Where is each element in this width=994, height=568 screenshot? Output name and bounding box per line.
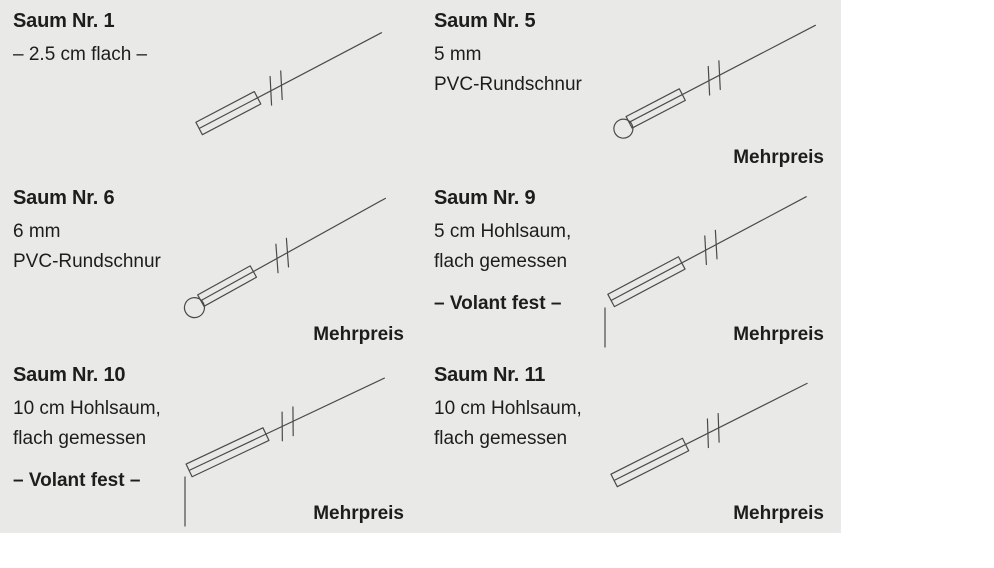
hem-panel-title: Saum Nr. 9 (434, 187, 536, 209)
fabric-edge-line (189, 377, 385, 471)
hem-panel-text: Saum Nr. 1 – 2.5 cm flach – (13, 10, 147, 70)
hem-desc-line: flach gemessen (13, 428, 147, 449)
measure-tick (717, 412, 720, 443)
measure-tick (292, 406, 294, 437)
cord-hem-group (183, 197, 387, 319)
hem-panel-saum-10: Saum Nr. 10 10 cm Hohlsaum, flach gemess… (0, 354, 421, 533)
hem-panel-text: Saum Nr. 6 6 mm PVC-Rundschnur (13, 187, 161, 277)
hem-desc-line: PVC-Rundschnur (13, 251, 161, 272)
fabric-edge-line (628, 24, 816, 123)
fabric-edge-line (614, 382, 808, 481)
surcharge-label: Mehrpreis (313, 324, 404, 345)
hem-panel-text: Saum Nr. 9 5 cm Hohlsaum, flach gemessen… (434, 187, 571, 319)
measure-tick (275, 243, 279, 274)
hem-panel-saum-6: Saum Nr. 6 6 mm PVC-Rundschnur Mehrpreis (0, 177, 421, 354)
fabric-edge-line (199, 32, 383, 129)
fabric-edge-line (200, 197, 387, 302)
pvc-cord-hem-drawing (183, 197, 387, 319)
hem-desc-line: 6 mm (13, 221, 61, 242)
hem-desc-line: 5 mm (434, 44, 482, 65)
hollow-hem-group (185, 377, 385, 478)
cord-ring-icon (613, 118, 634, 139)
hem-desc-line: – 2.5 cm flach – (13, 44, 148, 65)
hem-desc-line: 10 cm Hohlsaum, (13, 398, 161, 419)
measure-tick (714, 229, 718, 260)
hollow-hem-drawing (604, 196, 807, 348)
hem-desc-line: flach gemessen (434, 428, 568, 449)
fabric-edge-line (611, 196, 807, 301)
hollow-hem-drawing (610, 382, 808, 488)
hem-panel-saum-1: Saum Nr. 1 – 2.5 cm flach – (0, 0, 421, 177)
hem-desc-line: flach gemessen (434, 251, 568, 272)
flat-hem-drawing (195, 32, 383, 136)
flat-hem-group (195, 32, 383, 136)
surcharge-label: Mehrpreis (733, 503, 824, 524)
cord-ring-icon (183, 297, 206, 319)
hollow-hem-group (610, 382, 808, 488)
hem-desc-line: PVC-Rundschnur (434, 74, 582, 95)
hem-options-grid: Saum Nr. 1 – 2.5 cm flach – Saum Nr. 5 5… (0, 0, 841, 533)
hollow-hem-outline (610, 437, 690, 488)
volant-note: – Volant fest – (434, 293, 562, 314)
hem-panel-saum-9: Saum Nr. 9 5 cm Hohlsaum, flach gemessen… (421, 177, 841, 354)
surcharge-label: Mehrpreis (733, 147, 824, 168)
hem-panel-title: Saum Nr. 6 (13, 187, 115, 209)
cord-hem-outline (197, 265, 258, 307)
hollow-hem-drawing (184, 377, 385, 527)
hollow-hem-outline (607, 256, 686, 308)
hem-panel-saum-5: Saum Nr. 5 5 mm PVC-Rundschnur Mehrpreis (421, 0, 841, 177)
cord-hem-outline (625, 88, 686, 129)
measure-tick (718, 60, 721, 91)
measure-tick (707, 65, 711, 96)
flat-hem-outline (195, 90, 262, 136)
hollow-hem-group (607, 196, 807, 308)
hem-desc-line: 10 cm Hohlsaum, (434, 398, 582, 419)
hem-panel-text: Saum Nr. 5 5 mm PVC-Rundschnur (434, 10, 582, 100)
measure-tick (706, 418, 709, 449)
hem-panel-text: Saum Nr. 10 10 cm Hohlsaum, flach gemess… (13, 364, 161, 496)
measure-tick (281, 411, 283, 442)
hem-panel-saum-11: Saum Nr. 11 10 cm Hohlsaum, flach gemess… (421, 354, 841, 533)
hem-panel-text: Saum Nr. 11 10 cm Hohlsaum, flach gemess… (434, 364, 582, 454)
measure-tick (269, 75, 273, 106)
hollow-hem-outline (185, 427, 270, 478)
hem-desc-line: 5 cm Hohlsaum, (434, 221, 572, 242)
pvc-cord-hem-drawing (613, 24, 816, 139)
hem-panel-title: Saum Nr. 10 (13, 364, 126, 386)
volant-note: – Volant fest – (13, 470, 141, 491)
measure-tick (704, 235, 707, 266)
hem-panel-title: Saum Nr. 11 (434, 364, 546, 386)
measure-tick (280, 70, 283, 101)
surcharge-label: Mehrpreis (733, 324, 824, 345)
hem-panel-title: Saum Nr. 5 (434, 10, 536, 32)
surcharge-label: Mehrpreis (313, 503, 404, 524)
measure-tick (285, 237, 290, 268)
hem-panel-title: Saum Nr. 1 (13, 10, 115, 32)
cord-hem-group (613, 24, 816, 139)
